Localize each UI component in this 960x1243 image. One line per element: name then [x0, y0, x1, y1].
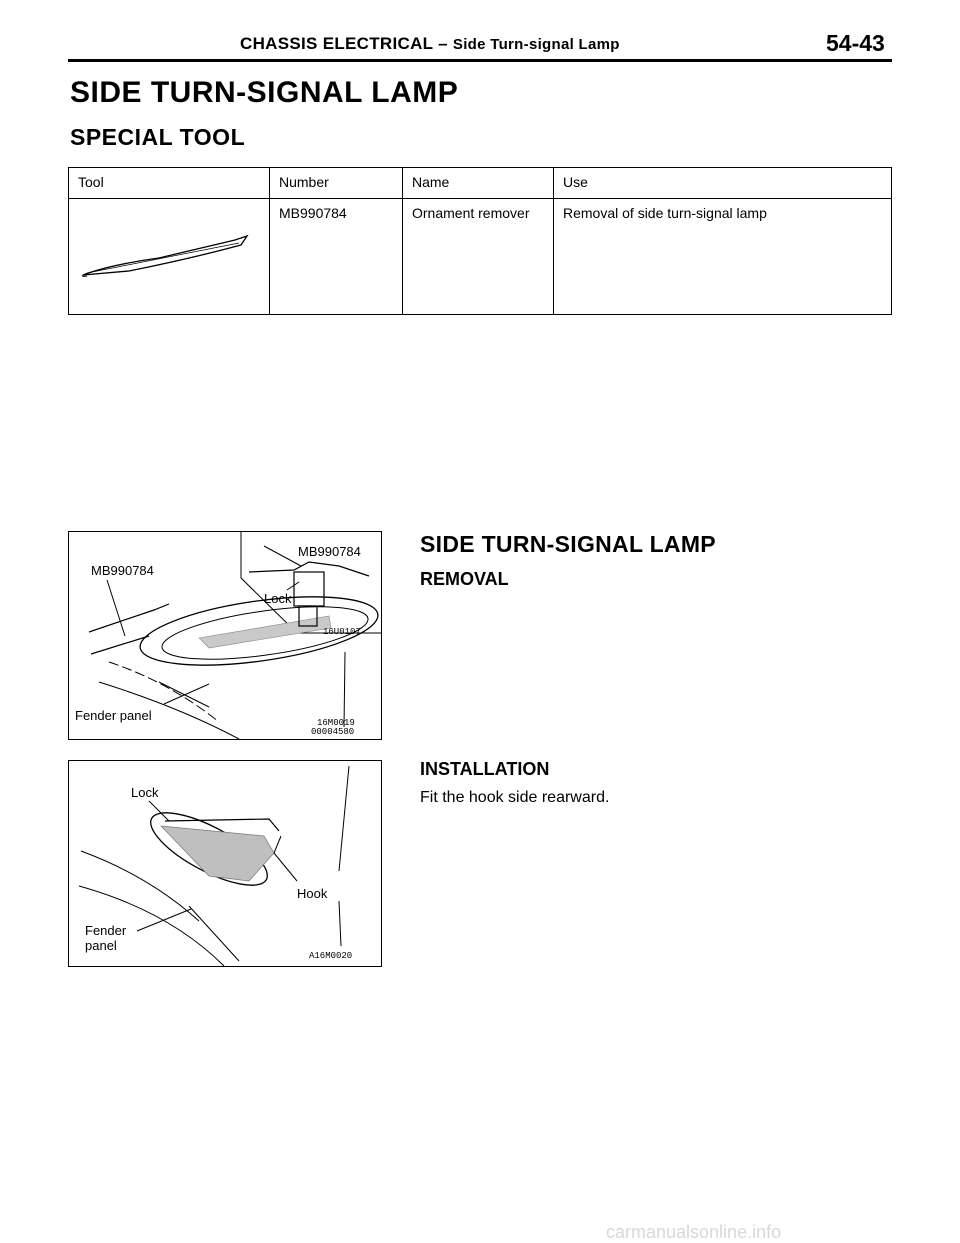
tool-illustration-cell: [68, 198, 270, 315]
col-header-use: Use: [553, 167, 892, 199]
label-lock: Lock: [264, 591, 292, 606]
label-fender: Fender: [85, 923, 127, 938]
label-mb990784-left: MB990784: [91, 563, 154, 578]
col-header-number: Number: [269, 167, 403, 199]
header-dash: –: [438, 34, 448, 53]
page-title: SIDE TURN-SIGNAL LAMP: [70, 76, 459, 109]
tool-use: Removal of side turn-signal lamp: [553, 198, 892, 315]
figure-code-main: 16M0019: [317, 718, 355, 728]
tool-number: MB990784: [269, 198, 403, 315]
installation-figure: Lock Hook Fender panel A16M0020: [68, 760, 382, 967]
header-rule: [68, 59, 892, 62]
col-header-tool: Tool: [68, 167, 270, 199]
label-mb990784-inset: MB990784: [298, 544, 361, 559]
installation-heading: INSTALLATION: [420, 759, 550, 779]
procedure-title: SIDE TURN-SIGNAL LAMP: [420, 531, 716, 557]
figure-code-inset: 16U0107: [323, 627, 361, 637]
header-section: CHASSIS ELECTRICAL: [240, 34, 434, 53]
removal-figure: MB990784 MB990784 Lock Fender panel 16U0…: [68, 531, 382, 740]
running-header: CHASSIS ELECTRICAL – Side Turn-signal La…: [240, 34, 620, 54]
figure-code: A16M0020: [309, 951, 352, 961]
label-hook: Hook: [297, 886, 328, 901]
label-panel: panel: [85, 938, 117, 953]
table-row: MB990784 Ornament remover Removal of sid…: [68, 198, 892, 315]
footer-watermark: carmanualsonline.info: [606, 1222, 782, 1242]
special-tool-heading: SPECIAL TOOL: [70, 124, 246, 150]
col-header-name: Name: [402, 167, 554, 199]
removal-heading: REMOVAL: [420, 569, 509, 589]
tool-name: Ornament remover: [402, 198, 554, 315]
installation-text: Fit the hook side rearward.: [420, 789, 610, 806]
label-lock: Lock: [131, 785, 159, 800]
header-topic: Side Turn-signal Lamp: [452, 36, 620, 53]
page-number: 54-43: [826, 30, 885, 56]
label-fender-panel: Fender panel: [75, 708, 152, 723]
table-header-row: Tool Number Name Use: [68, 167, 892, 199]
special-tool-table: Tool Number Name Use MB990784 Ornament r…: [68, 167, 892, 315]
figure-code-id: 00004580: [311, 727, 354, 737]
ornament-remover-illustration: [82, 234, 249, 277]
